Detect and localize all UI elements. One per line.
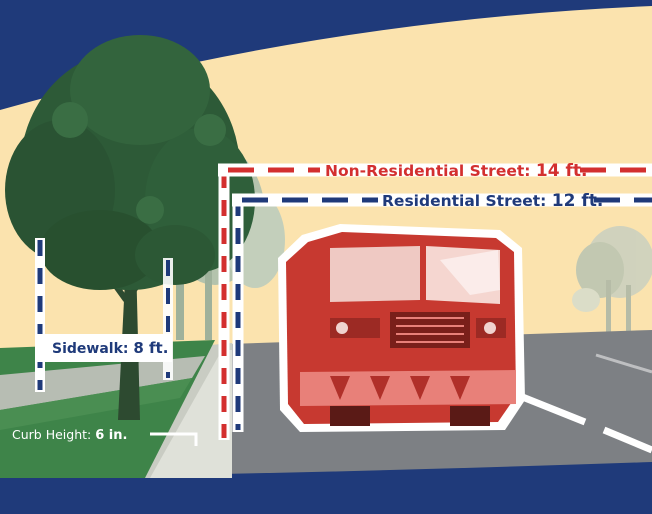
residential-label: Residential Street: 12 ft. <box>382 191 603 211</box>
sidewalk-name: Sidewalk: <box>52 341 129 357</box>
sidewalk-label: Sidewalk: 8 ft. <box>52 339 168 357</box>
curb-label: Curb Height: 6 in. <box>12 427 127 443</box>
sidewalk-value: 8 ft. <box>133 339 168 357</box>
fire-truck-icon <box>278 224 525 432</box>
non-residential-label: Non-Residential Street: 14 ft. <box>325 161 587 181</box>
non-residential-value: 14 ft. <box>536 161 588 181</box>
curb-value: 6 in. <box>95 428 127 443</box>
sidewalk <box>0 356 205 410</box>
residential-name: Residential Street: <box>382 192 546 210</box>
non-residential-name: Non-Residential Street: <box>325 162 530 180</box>
curb-name: Curb Height: <box>12 427 91 442</box>
lane-markings <box>518 392 652 454</box>
sidewalk-label-box <box>36 334 172 362</box>
distant-trees-right <box>572 226 652 345</box>
residential-value: 12 ft. <box>552 191 604 211</box>
curb-height-indicator <box>150 432 198 446</box>
